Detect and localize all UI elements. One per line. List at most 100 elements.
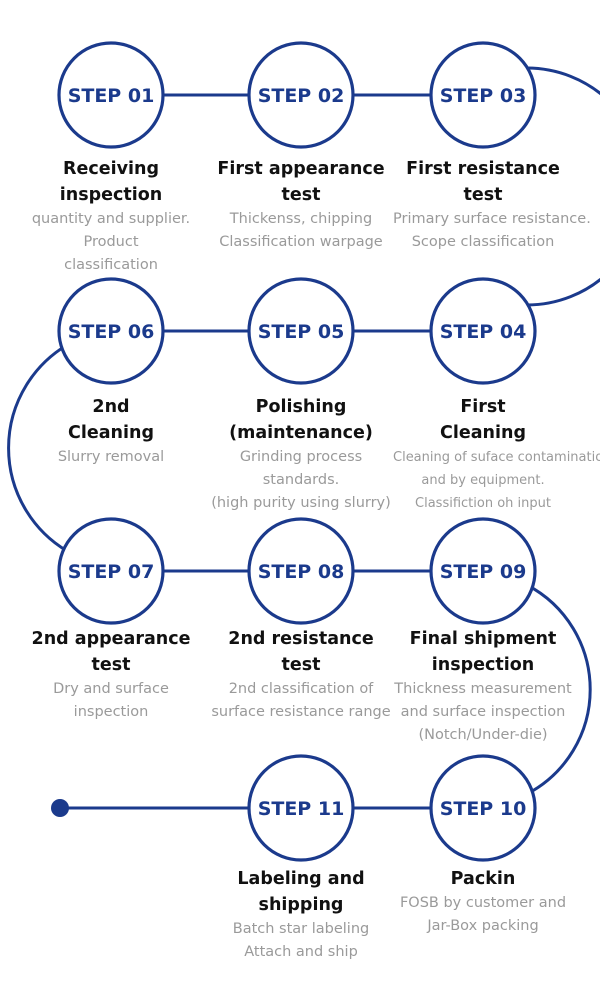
step-title-line: Packin	[450, 869, 516, 889]
step-01-circle	[57, 41, 165, 149]
step-09-circle	[429, 517, 537, 625]
step-description-line: Slurry removal	[57, 449, 165, 465]
step-07-description: Dry and surface inspection	[21, 678, 201, 724]
step-description-line: Classification warpage	[219, 234, 383, 250]
step-title-line: test	[91, 655, 131, 675]
step-title-line: test	[281, 185, 321, 205]
step-title-line: test	[281, 655, 321, 675]
step-07-circle	[57, 517, 165, 625]
step-title-line: First resistance	[406, 159, 560, 179]
step-title-line: Final shipment	[409, 629, 557, 649]
step-description-line: Thickenss, chipping	[229, 211, 373, 227]
step-04-description: Cleaning of suface contamination and by e…	[393, 446, 600, 515]
step-01-description: quantity and supplier. Product classificat…	[21, 208, 201, 277]
connector-curve-06-07	[7, 343, 68, 553]
step-10-label: STEP 10	[440, 798, 527, 820]
step-07-label: STEP 07	[68, 561, 155, 583]
step-06-label: STEP 06	[68, 321, 155, 343]
step-title-line: Cleaning	[68, 423, 154, 443]
step-02-label: STEP 02	[258, 85, 345, 107]
step-description-line: and surface inspection	[400, 704, 566, 720]
step-description-line: and by equipment.	[421, 473, 545, 488]
step-description-line: Primary surface resistance.	[393, 211, 591, 227]
step-08-title: 2nd resistance test	[211, 626, 391, 678]
step-description-line: classification	[64, 257, 158, 273]
step-description-line: 2nd classification of	[228, 681, 374, 697]
step-05-circle	[247, 277, 355, 385]
step-description-line: Product	[83, 234, 139, 250]
step-06-circle	[57, 277, 165, 385]
step-09-label: STEP 09	[440, 561, 527, 583]
step-description-line: Jar-Box packing	[427, 918, 539, 934]
step-10-title: Packin	[393, 866, 573, 892]
step-01-text: Receiving inspection quantity and supplier…	[21, 156, 201, 277]
step-title-line: inspection	[59, 185, 163, 205]
step-description-line: Grinding process	[239, 449, 363, 465]
step-description-line: Batch star labeling	[232, 921, 370, 937]
step-01-label: STEP 01	[68, 85, 155, 107]
step-06-description: Slurry removal	[21, 446, 201, 469]
step-description-line: (Notch/Under-die)	[418, 727, 548, 743]
step-03-label: STEP 03	[440, 85, 527, 107]
step-description-line: Attach and ship	[244, 944, 358, 960]
step-05-title: Polishing (maintenance)	[211, 394, 391, 446]
step-title-line: Polishing	[255, 397, 347, 417]
step-title-line: Cleaning	[440, 423, 526, 443]
step-04-label: STEP 04	[440, 321, 527, 343]
step-title-line: (maintenance)	[229, 423, 373, 443]
step-description-line: Dry and surface	[53, 681, 169, 697]
step-description-line: standards.	[262, 472, 340, 488]
step-title-line: 2nd	[92, 397, 130, 417]
step-08-label: STEP 08	[258, 561, 345, 583]
step-description-line: Thickness measurement	[394, 681, 572, 697]
step-description-line: Scope classification	[411, 234, 555, 250]
step-09-description: Thickness measurement and surface inspect…	[393, 678, 573, 747]
step-title-line: inspection	[431, 655, 535, 675]
step-11-title: Labeling and shipping	[211, 866, 391, 918]
step-05-description: Grinding process standards. (high purity u…	[211, 446, 391, 515]
step-10-circle	[429, 754, 537, 862]
step-description-line: Classifiction oh input	[415, 496, 551, 511]
step-description-line: inspection	[73, 704, 149, 720]
step-title-line: Receiving	[63, 159, 159, 179]
step-09-title: Final shipment inspection	[393, 626, 573, 678]
step-description-line: quantity and supplier.	[31, 211, 191, 227]
step-08-circle	[247, 517, 355, 625]
step-02-title: First appearance test	[211, 156, 391, 208]
step-title-line: test	[463, 185, 503, 205]
step-description-line: FOSB by customer and	[399, 895, 567, 911]
step-11-circle	[247, 754, 355, 862]
step-01-title: Receiving inspection	[21, 156, 201, 208]
connector-curve-03-04	[526, 66, 600, 307]
connector-curve-09-10	[526, 583, 592, 796]
step-02-circle	[247, 41, 355, 149]
step-03-circle	[429, 41, 537, 149]
step-title-line: shipping	[258, 895, 344, 915]
step-title-line: Labeling and	[237, 869, 365, 889]
step-title-line: 2nd resistance	[228, 629, 374, 649]
flow-end-dot	[51, 799, 69, 817]
step-04-circle	[429, 277, 537, 385]
step-03-title: First resistance test	[393, 156, 573, 208]
step-description-line: (high purity using slurry)	[211, 495, 391, 511]
step-title-line: First appearance	[217, 159, 385, 179]
step-description-line: Cleaning of suface contamination	[393, 450, 600, 465]
step-03-description: Primary surface resistance. Scope classif…	[393, 208, 591, 254]
